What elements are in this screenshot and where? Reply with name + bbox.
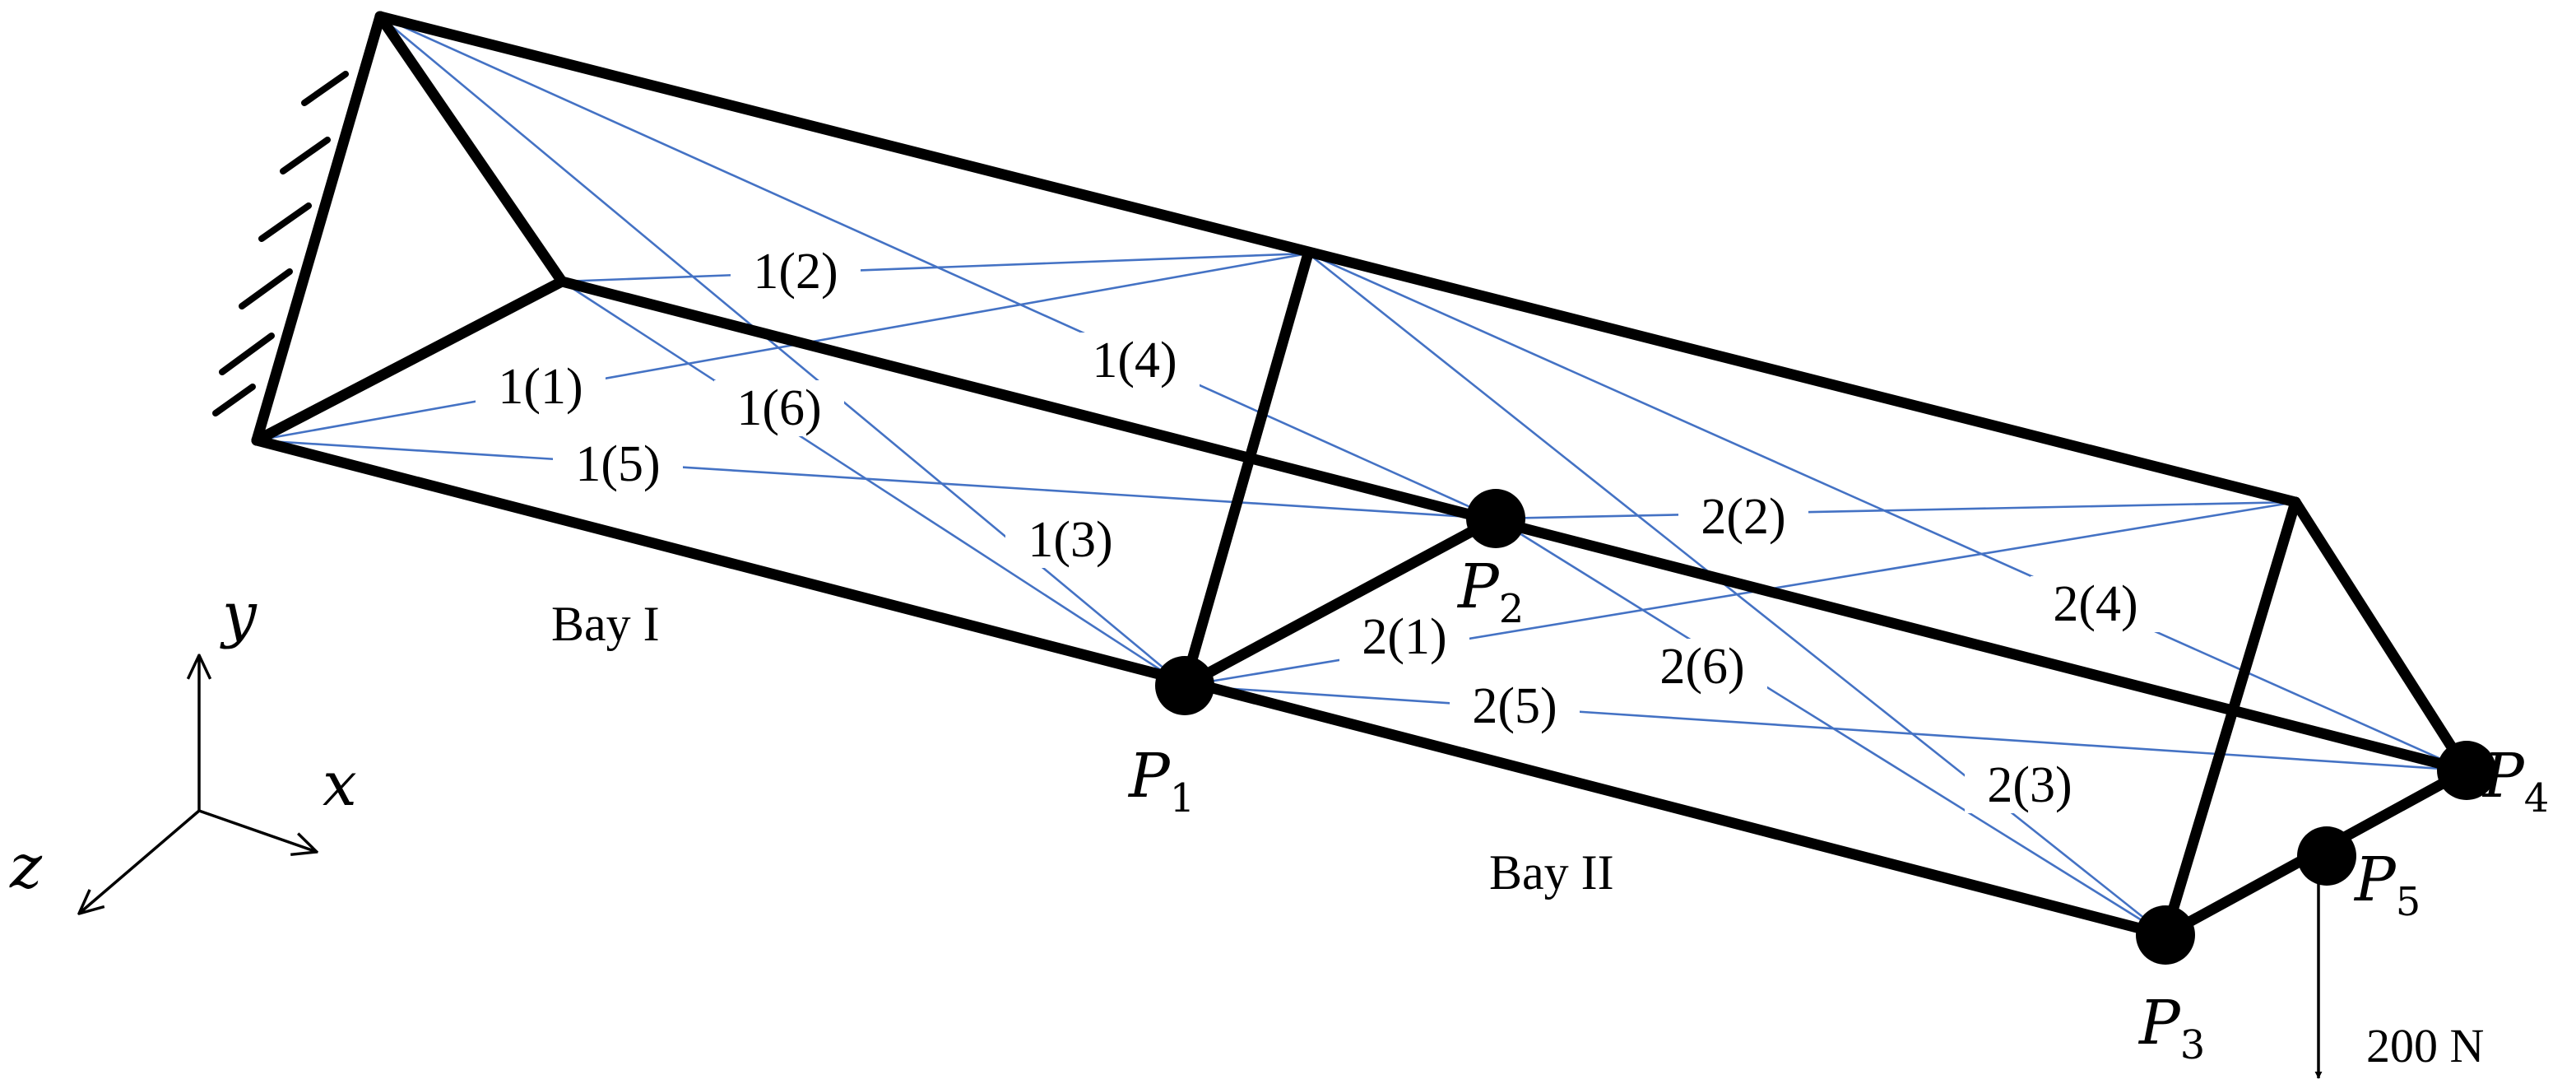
brace-labels: 1(1) 1(2) 1(3) 1(4) 1(5) 1(6) 2(1) 2(2) (476, 244, 2161, 813)
fixed-support-hatch (212, 71, 349, 416)
node-p3 (2136, 905, 2195, 965)
brace-label-2-4: 2(4) (2031, 576, 2161, 632)
brace-lines (256, 15, 2467, 937)
brace-line-1-1 (256, 252, 1309, 442)
svg-text:2(5): 2(5) (1472, 678, 1557, 734)
svg-text:2(1): 2(1) (1362, 609, 1446, 665)
brace-line-1-6 (561, 280, 1186, 687)
point-label-p5: P5 (2353, 844, 2421, 925)
svg-text:1(6): 1(6) (736, 380, 821, 436)
brace-label-2-2: 2(2) (1678, 489, 1808, 545)
axis-z-line (79, 809, 201, 914)
coordinate-axes (79, 655, 317, 914)
svg-text:2(4): 2(4) (2053, 576, 2137, 632)
svg-text:1(1): 1(1) (498, 359, 583, 415)
point-label-p3: P3 (2137, 988, 2205, 1068)
brace-label-2-5: 2(5) (1450, 678, 1580, 734)
point-label-p1: P1 (1127, 741, 1195, 821)
load-label: 200 N (2366, 1019, 2484, 1072)
brace-line-2-4 (1307, 252, 2467, 772)
svg-text:2(6): 2(6) (1659, 639, 1744, 695)
node-p5 (2297, 826, 2356, 886)
bay-label-2: Bay II (1489, 845, 1614, 900)
brace-label-1-2: 1(2) (731, 244, 861, 300)
brace-line-2-3 (1307, 252, 2166, 937)
point-label-p4: P4 (2481, 741, 2549, 821)
brace-label-2-6: 2(6) (1637, 639, 1767, 695)
axis-label-z: z (9, 831, 43, 902)
svg-text:1(2): 1(2) (753, 244, 838, 300)
brace-line-1-3 (379, 16, 1186, 686)
brace-line-1-4 (379, 15, 1497, 520)
axis-x-line (198, 809, 317, 852)
svg-text:2(3): 2(3) (1987, 757, 2072, 813)
brace-label-2-1: 2(1) (1339, 609, 1469, 665)
point-label-p2: P2 (1456, 551, 1524, 632)
brace-label-1-4: 1(4) (1070, 333, 1200, 388)
node-p2 (1466, 489, 1525, 548)
axis-label-y: y (220, 579, 258, 650)
brace-label-2-3: 2(3) (1965, 757, 2095, 813)
brace-line-2-6 (1495, 517, 2166, 937)
brace-line-2-2 (1495, 500, 2296, 520)
svg-text:1(4): 1(4) (1092, 333, 1177, 388)
brace-label-1-3: 1(3) (1005, 512, 1135, 568)
brace-line-1-5 (256, 439, 1497, 520)
svg-text:1(5): 1(5) (575, 436, 660, 492)
brace-label-1-5: 1(5) (553, 436, 683, 492)
node-p1 (1155, 656, 1214, 715)
brace-label-1-6: 1(6) (714, 380, 844, 436)
axis-label-x: x (323, 749, 357, 820)
svg-text:2(2): 2(2) (1701, 489, 1785, 545)
bay-label-1: Bay I (551, 597, 660, 651)
brace-line-2-5 (1184, 684, 2467, 772)
node-p4 (2437, 741, 2496, 800)
node-points (1155, 489, 2496, 965)
brace-line-1-2 (561, 252, 1309, 283)
brace-label-1-1: 1(1) (476, 359, 606, 415)
svg-text:1(3): 1(3) (1028, 512, 1112, 568)
